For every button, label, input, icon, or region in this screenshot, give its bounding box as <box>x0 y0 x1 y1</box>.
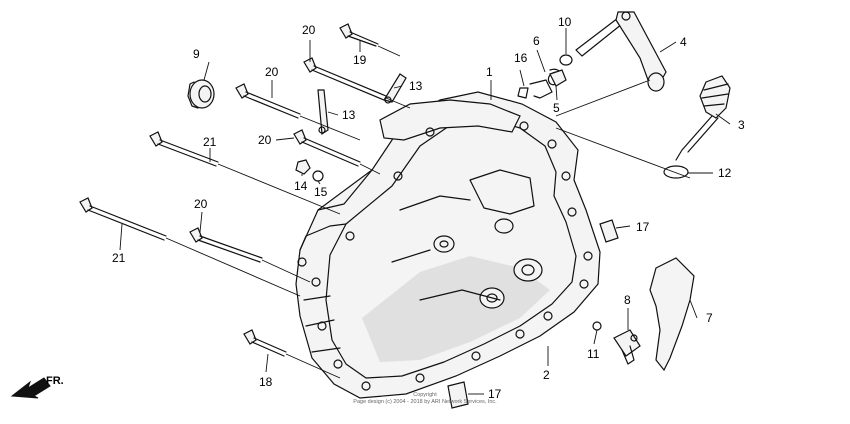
callout-7: 7 <box>706 311 713 325</box>
bolt-20-top <box>303 57 387 101</box>
collar-part <box>549 69 567 87</box>
callout-3: 3 <box>738 118 745 132</box>
front-direction-indicator: FR. <box>10 375 64 399</box>
cover-plate-part <box>649 257 695 372</box>
callout-20-a: 20 <box>302 23 316 37</box>
washer-part <box>559 54 573 66</box>
bolt-21-low <box>79 197 167 241</box>
callout-14: 14 <box>294 179 308 193</box>
callout-11: 11 <box>587 347 600 361</box>
assembly-lines <box>165 45 691 379</box>
callout-8: 8 <box>624 293 631 307</box>
callout-15: 15 <box>314 185 328 199</box>
callout-4: 4 <box>680 35 687 49</box>
callout-18: 18 <box>259 375 273 389</box>
copyright-notice: Copyright Page design (c) 2004 - 2018 by… <box>353 392 497 405</box>
callout-19: 19 <box>353 53 367 67</box>
callout-16: 16 <box>514 51 528 65</box>
bolt-20-low <box>189 227 263 263</box>
copyright-line-2: Page design (c) 2004 - 2018 by ARI Netwo… <box>353 399 497 405</box>
callout-6: 6 <box>533 34 540 48</box>
callout-1: 1 <box>486 65 493 79</box>
callout-17-b: 17 <box>488 387 502 401</box>
callout-21-b: 21 <box>112 251 126 265</box>
callout-20-b: 20 <box>265 65 279 79</box>
callout-13-a: 13 <box>409 79 423 93</box>
callout-21-a: 21 <box>203 135 217 149</box>
callout-20-c: 20 <box>258 133 272 147</box>
callout-20-d: 20 <box>194 197 208 211</box>
callout-2: 2 <box>543 368 550 382</box>
callout-10: 10 <box>558 15 572 29</box>
bolt-19 <box>339 23 379 47</box>
dipstick-part <box>675 75 731 161</box>
o-ring-part <box>663 165 689 179</box>
callout-17-a: 17 <box>636 220 650 234</box>
lever-part <box>575 11 667 92</box>
copyright-line-1: Copyright <box>413 392 437 398</box>
nut-washer-parts <box>295 159 324 182</box>
plug-parts <box>447 219 619 409</box>
front-label: FR. <box>46 375 64 387</box>
callout-12: 12 <box>718 166 732 180</box>
switch-part <box>613 329 641 365</box>
callout-13-b: 13 <box>342 108 356 122</box>
callout-9: 9 <box>193 47 200 61</box>
bolt-20-long <box>235 83 301 119</box>
callout-5: 5 <box>553 101 560 115</box>
leader-lines <box>119 28 731 395</box>
bolt-20-mid <box>293 129 361 167</box>
dowel-part <box>517 87 529 99</box>
oil-seal-part <box>187 79 215 109</box>
bolt-21-top <box>149 131 219 167</box>
small-washer-part <box>592 321 602 331</box>
bolt-18 <box>243 329 287 357</box>
callout-labels: 1 2 3 4 5 6 7 8 9 10 11 12 13 13 14 15 1… <box>112 15 745 401</box>
front-arrow-icon <box>10 377 51 399</box>
crankcase-cover <box>295 91 601 399</box>
